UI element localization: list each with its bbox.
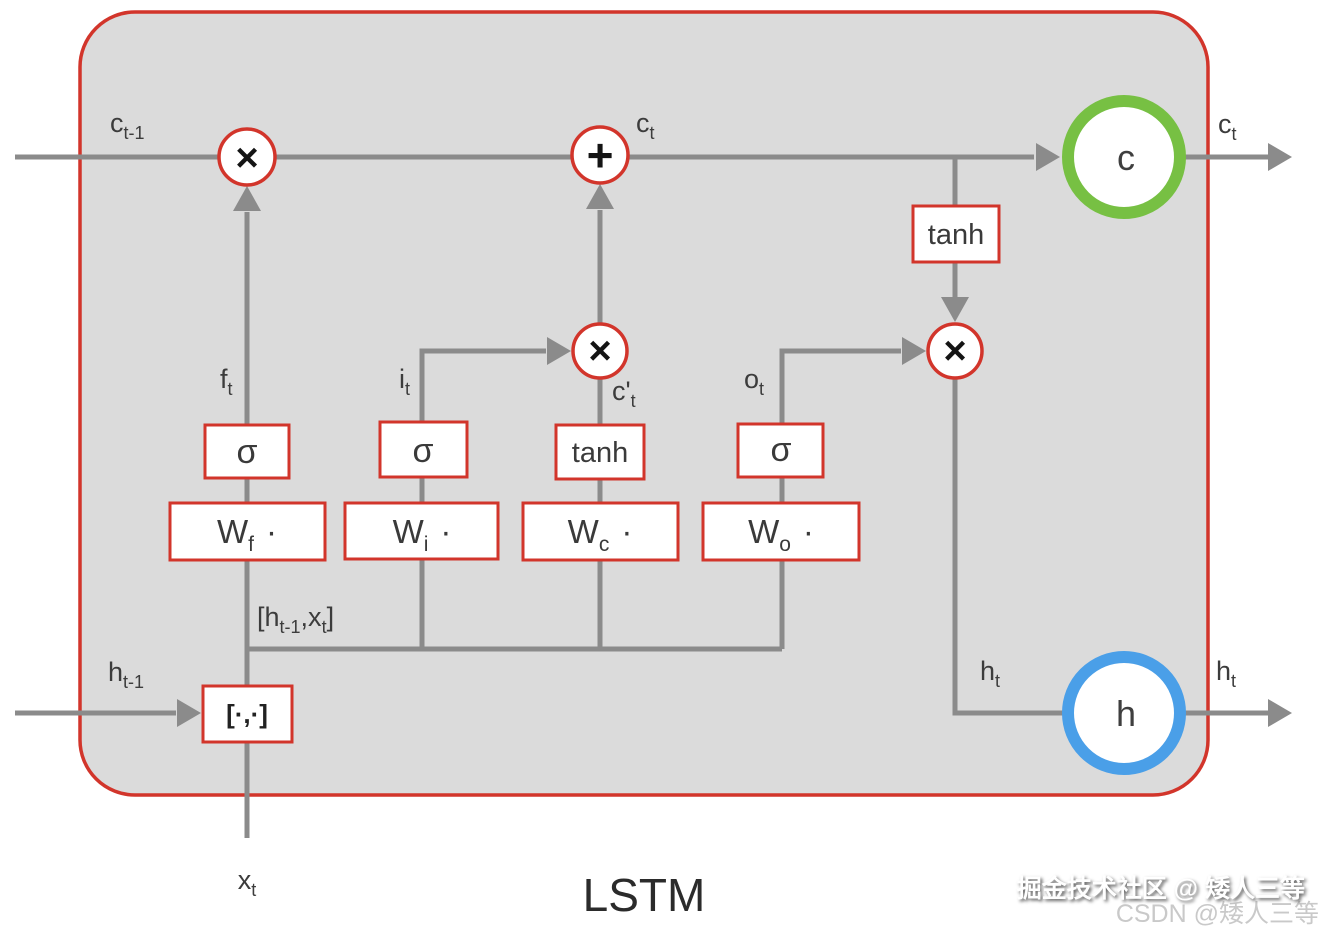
- multiply-output-symbol: ×: [943, 329, 966, 373]
- hidden-out-label: ht: [1216, 656, 1236, 691]
- tanh-candidate-box: [554, 423, 646, 481]
- weight-output-box: [701, 501, 861, 562]
- multiply-input-circle: [571, 322, 629, 380]
- concat-vector-label: [ht-1,xt]: [257, 602, 334, 637]
- tanh-output-label: tanh: [928, 219, 984, 251]
- watermark-csdn: CSDN @矮人三等: [1115, 900, 1319, 928]
- forget-gate-label: ft: [220, 364, 233, 399]
- multiply-forget-symbol: ×: [235, 136, 258, 180]
- arrowheads: [177, 143, 1292, 727]
- cell-state-letter: c: [1117, 137, 1135, 178]
- wire-hidden-new: [952, 378, 1068, 716]
- arrow-into-concat-icon: [177, 699, 201, 727]
- arrow-right-outputgate-icon: [902, 337, 926, 365]
- cell-state-circle: [1062, 95, 1186, 219]
- weight-forget-box: [168, 501, 327, 562]
- wire-output-gate: [779, 348, 901, 424]
- hidden-state-letter: h: [1116, 693, 1136, 734]
- sigma-forget-label: σ: [237, 433, 258, 471]
- concat-box-label: [·,·]: [226, 699, 268, 729]
- input-xt-label: xt: [238, 865, 257, 900]
- multiply-forget-circle: [217, 127, 277, 187]
- add-cell-symbol: +: [587, 129, 614, 181]
- arrow-into-cell-icon: [1036, 143, 1060, 171]
- weight-candidate-box: [521, 501, 680, 562]
- sigma-input-label: σ: [413, 432, 434, 470]
- cell-prev-label: ct-1: [110, 108, 145, 143]
- hidden-state-circle: [1062, 651, 1186, 775]
- cell-out-label: ct: [1218, 109, 1237, 144]
- watermark-juejin: 掘金技术社区 @ 矮人三等: [1016, 875, 1305, 903]
- wire-input-gate: [419, 348, 546, 425]
- weight-candidate-label: Wc·: [568, 513, 633, 556]
- sigma-output-box: [736, 422, 825, 479]
- concat-box: [201, 684, 294, 744]
- arrow-up-add-icon: [586, 184, 614, 209]
- add-cell-circle: [570, 125, 630, 185]
- weight-forget-label: Wf·: [217, 513, 277, 556]
- output-gate-label: ot: [744, 364, 764, 399]
- tanh-output-box: [911, 204, 1001, 264]
- weight-input-box: [343, 501, 500, 561]
- weight-output-label: Wo·: [748, 513, 814, 556]
- tanh-candidate-label: tanh: [572, 437, 628, 469]
- arrow-cell-out-icon: [1268, 143, 1292, 171]
- sigma-input-box: [378, 420, 469, 479]
- multiply-input-symbol: ×: [588, 329, 611, 373]
- sigma-output-label: σ: [771, 431, 792, 469]
- sigma-forget-box: [203, 423, 291, 480]
- cell-new-label: ct: [636, 108, 655, 143]
- hidden-prev-label: ht-1: [108, 657, 144, 692]
- multiply-output-circle: [926, 322, 984, 380]
- gate-boxes: [168, 204, 1001, 744]
- arrow-down-tanh-icon: [941, 297, 969, 322]
- arrow-up-forget-icon: [233, 186, 261, 211]
- candidate-label: c't: [612, 376, 636, 411]
- arrow-right-inputgate-icon: [547, 337, 571, 365]
- arrow-hidden-out-icon: [1268, 699, 1292, 727]
- hidden-new-label: ht: [980, 656, 1000, 691]
- input-gate-label: it: [399, 364, 410, 399]
- diagram-title: LSTM: [583, 869, 706, 921]
- weight-input-label: Wi·: [393, 513, 452, 556]
